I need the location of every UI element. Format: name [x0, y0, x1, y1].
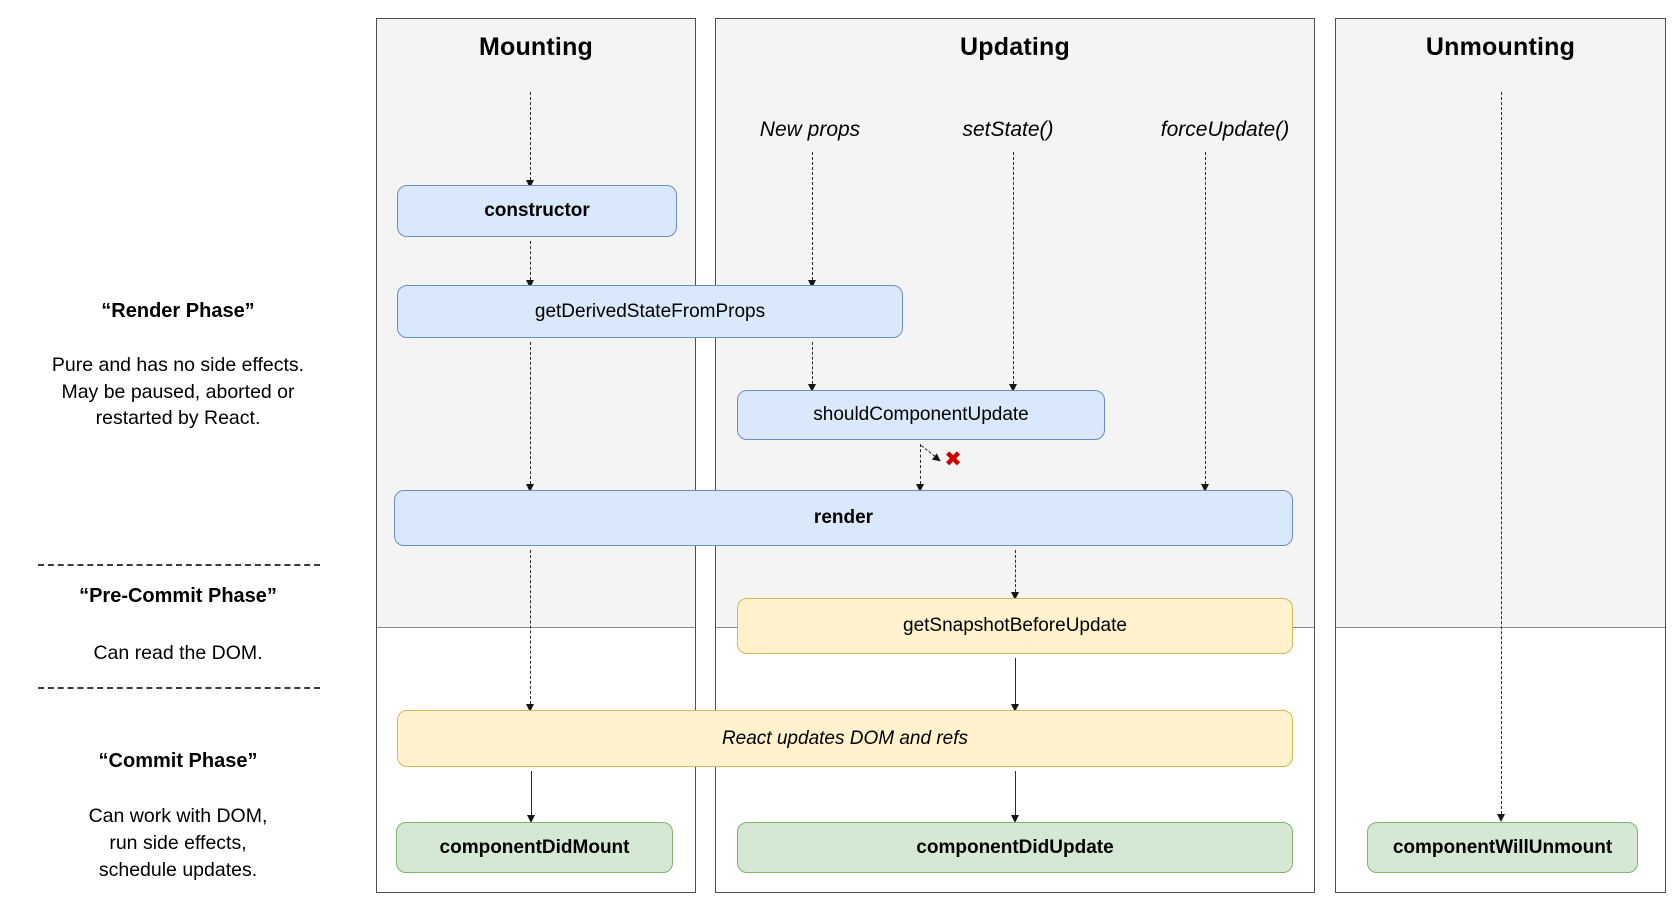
- render-phase-line: Pure and has no side effects.: [51, 354, 305, 376]
- column-unmounting: Unmounting: [1335, 18, 1666, 893]
- node-component-will-unmount: componentWillUnmount: [1367, 822, 1638, 873]
- commit-phase-title: “Commit Phase”: [98, 750, 258, 772]
- arrow-new-props-to-gdsfp: [807, 152, 816, 288]
- render-phase-line: restarted by React.: [95, 407, 261, 429]
- node-should-component-update: shouldComponentUpdate: [737, 390, 1105, 440]
- arrow-gdsfp-to-render-mounting: [525, 342, 534, 492]
- pre-commit-phase-title: “Pre-Commit Phase”: [79, 585, 277, 607]
- node-component-did-mount: componentDidMount: [396, 822, 673, 873]
- arrow-force-update-to-render: [1200, 152, 1209, 492]
- render-phase-title: “Render Phase”: [101, 300, 255, 322]
- commit-phase-line: schedule updates.: [98, 859, 258, 881]
- arrow-react-updates-to-cdm: [526, 771, 535, 823]
- arrow-unmount-to-cwu: [1496, 92, 1505, 822]
- phase-separator: [38, 687, 320, 689]
- node-get-derived-state-from-props: getDerivedStateFromProps: [397, 285, 903, 338]
- arrow-mount-to-constructor: [525, 92, 534, 188]
- pre-commit-phase-line: Can read the DOM.: [93, 642, 263, 664]
- abort-cross-icon: ✖: [944, 448, 962, 471]
- render-phase-line: May be paused, aborted or: [61, 380, 295, 403]
- node-render: render: [394, 490, 1293, 546]
- pre-commit-phase-description: Can read the DOM.: [28, 640, 328, 667]
- render-phase-description: Pure and has no side effects. May be pau…: [28, 352, 328, 432]
- arrow-set-state-to-scu: [1008, 152, 1017, 392]
- node-react-updates-dom-and-refs: React updates DOM and refs: [397, 710, 1293, 767]
- column-title-updating: Updating: [960, 33, 1070, 61]
- arrow-scu-to-render: [915, 444, 924, 492]
- trigger-set-state: setState(): [962, 118, 1054, 141]
- arrow-react-updates-to-cdu: [1010, 771, 1019, 823]
- commit-phase-description: Can work with DOM, run side effects, sch…: [28, 803, 328, 884]
- column-title-mounting: Mounting: [478, 33, 594, 61]
- node-get-snapshot-before-update: getSnapshotBeforeUpdate: [737, 598, 1293, 654]
- trigger-force-update: forceUpdate(): [1160, 118, 1290, 141]
- arrow-gsbu-to-react-updates: [1010, 658, 1019, 712]
- arrow-gdsfp-to-scu: [807, 342, 816, 392]
- arrow-render-to-react-updates-mounting: [525, 550, 534, 712]
- arrow-render-to-gsbu: [1010, 550, 1019, 600]
- commit-phase-line: Can work with DOM,: [88, 805, 268, 827]
- render-phase-background: [1336, 19, 1665, 628]
- commit-phase-line: run side effects,: [109, 832, 247, 854]
- phase-separator: [38, 564, 320, 566]
- column-title-unmounting: Unmounting: [1425, 33, 1576, 61]
- node-constructor: constructor: [397, 185, 677, 237]
- trigger-new-props: New props: [759, 118, 861, 141]
- arrow-constructor-to-gdsfp: [525, 241, 534, 288]
- node-component-did-update: componentDidUpdate: [737, 822, 1293, 873]
